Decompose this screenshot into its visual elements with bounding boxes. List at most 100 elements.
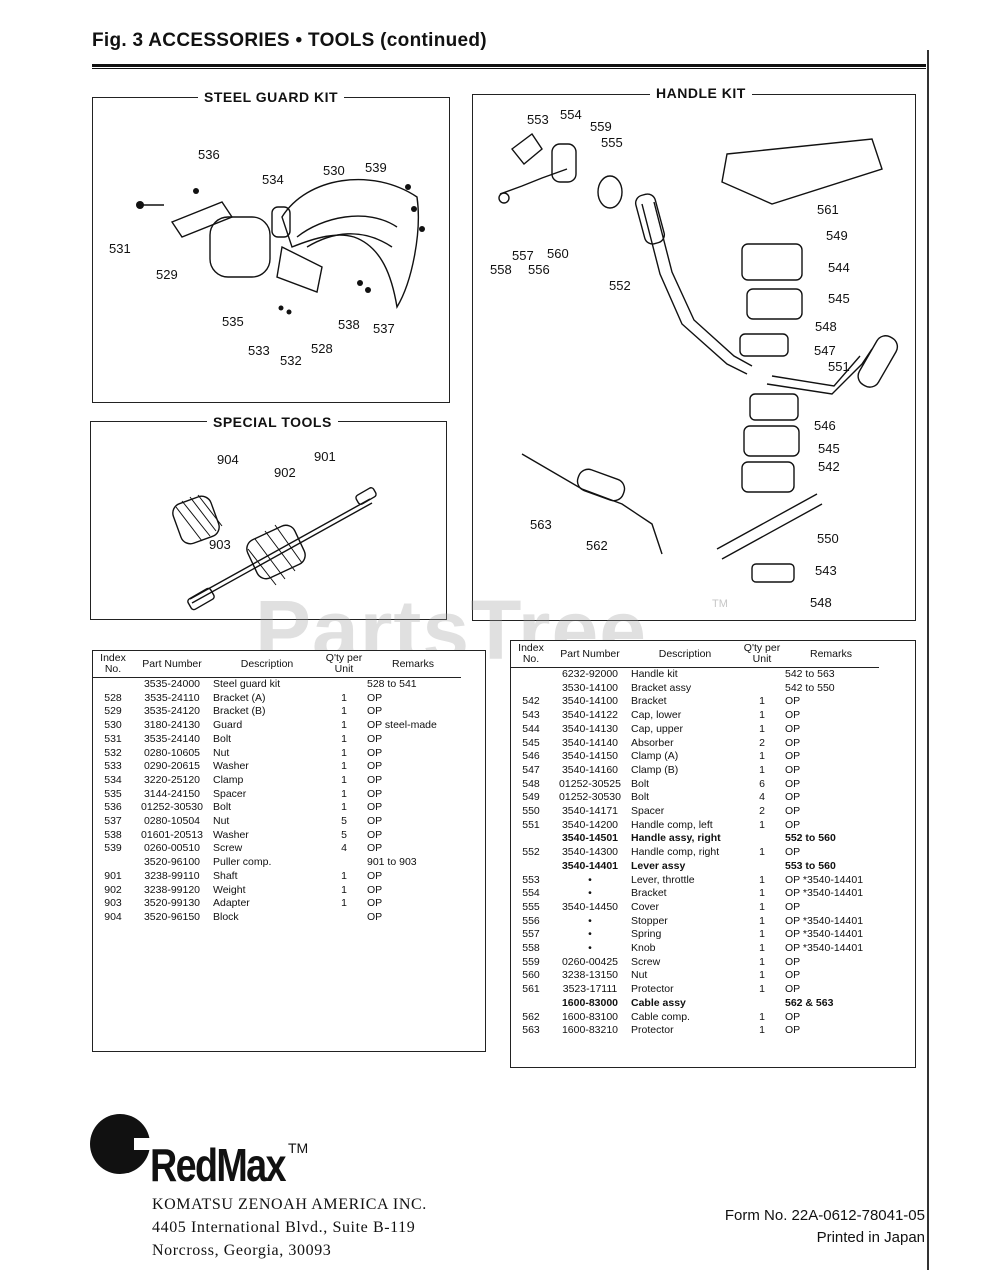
cell-part-number: •	[588, 873, 592, 886]
cell-description: Bracket assy	[631, 681, 692, 694]
col-qty-header: Q'ty per Unit	[323, 651, 365, 678]
cell-part-number: 3238-13150	[561, 969, 619, 982]
cell-qty: 1	[759, 846, 765, 859]
cell-description: Nut	[631, 969, 648, 982]
cell-qty: 1	[341, 787, 347, 800]
cell-qty: 1	[341, 773, 347, 786]
handle-kit-title: HANDLE KIT	[650, 85, 752, 101]
cell-description: Bracket (A)	[213, 691, 266, 704]
cell-remarks: OP *3540-14401	[785, 928, 864, 941]
cell-qty	[323, 856, 365, 870]
cell-index: 551	[522, 818, 540, 831]
cell-remarks: OP	[785, 763, 801, 776]
cell-qty	[741, 832, 783, 846]
cell-remarks: OP *3540-14401	[785, 887, 864, 900]
cell-index	[511, 997, 551, 1011]
cell-remarks: OP *3540-14401	[785, 914, 864, 927]
brand-name: RedMax	[150, 1139, 286, 1191]
callout-529: 529	[156, 267, 178, 282]
cell-part-number: 3540-14130	[561, 722, 619, 735]
cell-index: 901	[104, 869, 122, 882]
cell-qty: 2	[759, 736, 765, 749]
cell-description: Bolt	[631, 777, 650, 790]
cell-description: Handle assy, right	[631, 832, 721, 845]
callout-535: 535	[222, 314, 244, 329]
cell-qty: 1	[759, 695, 765, 708]
cell-qty	[323, 911, 365, 925]
cell-part-number: 3540-14160	[561, 763, 619, 776]
cell-remarks: OP	[785, 1010, 801, 1023]
cell-description: Bracket (B)	[213, 705, 266, 718]
cell-description: Washer	[213, 828, 249, 841]
parts-table-right: Index No. Part Number Description Q'ty p…	[510, 640, 916, 1068]
callout-538: 538	[338, 317, 360, 332]
cell-part-number: 1600-83210	[561, 1024, 619, 1037]
cell-part-number: 0260-00510	[143, 842, 201, 855]
callout-547: 547	[814, 343, 836, 358]
cell-description: Knob	[631, 942, 656, 955]
cell-remarks: OP	[785, 709, 801, 722]
cell-part-number: 3540-14501	[561, 832, 619, 845]
cell-description: Cable assy	[631, 996, 686, 1009]
cell-qty	[741, 860, 783, 874]
cell-part-number: •	[588, 942, 592, 955]
cell-index: 535	[104, 787, 122, 800]
callout-539: 539	[365, 160, 387, 175]
cell-remarks: OP	[785, 736, 801, 749]
cell-remarks: OP	[367, 842, 383, 855]
cell-qty	[323, 678, 365, 692]
cell-remarks: OP	[785, 900, 801, 913]
cell-description: Handle comp, right	[631, 846, 720, 859]
cell-remarks: 542 to 550	[785, 681, 835, 694]
callout-548b: 548	[810, 595, 832, 610]
cell-description: Bolt	[631, 791, 650, 804]
callout-903: 903	[209, 537, 231, 552]
callout-551: 551	[828, 359, 850, 374]
cell-qty: 1	[759, 750, 765, 763]
cell-qty	[741, 668, 783, 682]
parts-table-left: Index No. Part Number Description Q'ty p…	[92, 650, 486, 1052]
cell-description: Cover	[631, 900, 660, 913]
cell-qty: 6	[759, 777, 765, 790]
cell-index: 533	[104, 760, 122, 773]
cell-qty: 1	[341, 691, 347, 704]
cell-part-number: 0280-10605	[143, 746, 201, 759]
callout-553: 553	[527, 112, 549, 127]
callout-561: 561	[817, 202, 839, 217]
cell-qty: 1	[341, 869, 347, 882]
callout-542: 542	[818, 459, 840, 474]
cell-qty: 5	[341, 815, 347, 828]
cell-remarks: OP	[367, 760, 383, 773]
cell-qty: 1	[759, 955, 765, 968]
cell-index: 904	[104, 910, 122, 923]
cell-remarks: OP	[367, 691, 383, 704]
company-name: KOMATSU ZENOAH AMERICA INC.	[152, 1196, 427, 1213]
cell-part-number: 3535-24110	[144, 691, 200, 704]
cell-part-number: 3540-14200	[561, 818, 619, 831]
cell-index: 546	[522, 750, 540, 763]
handle-kit-illustration	[498, 132, 899, 583]
cell-qty	[741, 682, 783, 696]
cell-qty: 1	[759, 928, 765, 941]
cell-remarks: 901 to 903	[367, 856, 417, 869]
col-remarks-header: Remarks	[783, 641, 879, 668]
cell-index: 547	[522, 763, 540, 776]
cell-description: Nut	[213, 746, 230, 759]
cell-description: Handle comp, left	[631, 818, 713, 831]
cell-description: Washer	[213, 760, 249, 773]
table-header-row: Index No. Part Number Description Q'ty p…	[93, 651, 461, 678]
